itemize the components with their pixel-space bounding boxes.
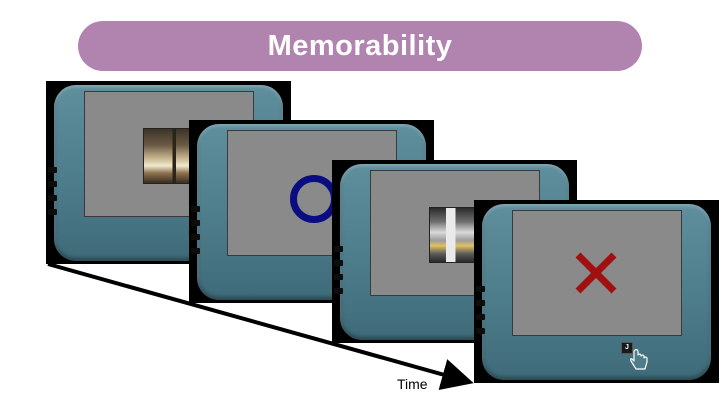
title-text: Memorability <box>267 29 453 62</box>
grip-ridge <box>191 220 200 226</box>
grip-ridge <box>334 288 343 294</box>
scene-image-thumbnail <box>429 207 477 263</box>
grip-ridge <box>48 167 57 173</box>
grip-ridge <box>191 206 200 212</box>
grip-ridge <box>191 248 200 254</box>
grip-ridge <box>476 300 485 306</box>
title-banner: Memorability <box>78 21 642 71</box>
game-device: J <box>476 204 711 380</box>
grip-ridge <box>334 274 343 280</box>
scene-image-thumbnail <box>143 128 191 184</box>
grip-ridge <box>48 181 57 187</box>
hand-pointer-icon <box>630 349 648 370</box>
frame-4: J <box>474 200 719 383</box>
grip-ridge <box>476 286 485 292</box>
time-label: Time <box>397 376 428 392</box>
cross-icon <box>575 252 617 294</box>
grip-ridge <box>48 209 57 215</box>
grip-ridge <box>334 260 343 266</box>
grip-ridge <box>191 234 200 240</box>
grip-ridge <box>334 246 343 252</box>
device-screen <box>512 210 682 336</box>
j-key-icon: J <box>621 342 633 354</box>
grip-ridge <box>48 195 57 201</box>
grip-ridge <box>476 328 485 334</box>
grip-ridge <box>476 314 485 320</box>
